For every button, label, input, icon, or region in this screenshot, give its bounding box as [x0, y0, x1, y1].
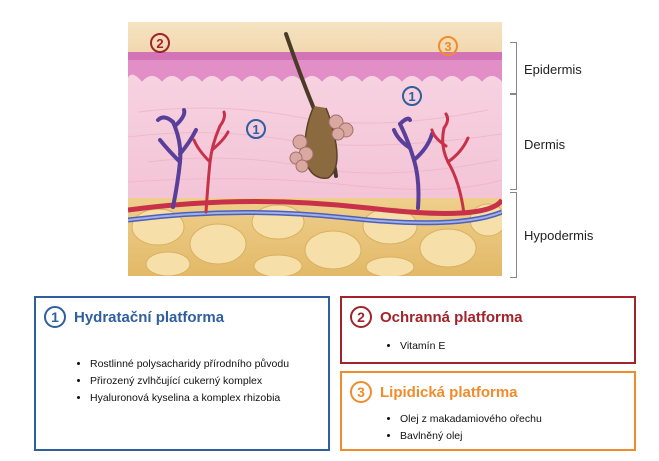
hypodermis-bracket [510, 192, 517, 278]
marker-lipid: 3 [438, 36, 458, 56]
marker-hydration-dermis: 1 [246, 119, 266, 139]
list-item: Rostlinné polysacharidy přírodního původ… [90, 358, 289, 370]
protective-items-list: Vitamín E [386, 340, 445, 357]
lipid-platform-box: 3 Lipidická platforma Olej z makadamiové… [340, 371, 636, 451]
list-item: Přirozený zvlhčující cukerný komplex [90, 375, 289, 387]
protective-platform-box: 2 Ochranná platforma Vitamín E [340, 296, 636, 364]
marker-protective: 2 [150, 33, 170, 53]
lipid-title-text: Lipidická platforma [380, 383, 518, 401]
lipid-platform-title: 3 Lipidická platforma [350, 381, 518, 403]
hydration-platform-box: 1 Hydratační platforma Rostlinné polysac… [34, 296, 330, 451]
epidermis-bracket [510, 42, 517, 94]
dermis-bracket [510, 94, 517, 190]
lipid-number-badge: 3 [350, 381, 372, 403]
lipid-items-list: Olej z makadamiového ořechu Bavlněný ole… [386, 413, 542, 447]
list-item: Vitamín E [400, 340, 445, 352]
epidermis-label: Epidermis [524, 62, 582, 77]
hydration-number-badge: 1 [44, 306, 66, 328]
list-item: Olej z makadamiového ořechu [400, 413, 542, 425]
marker-hydration-epidermis: 1 [402, 86, 422, 106]
protective-title-text: Ochranná platforma [380, 308, 523, 326]
protective-platform-title: 2 Ochranná platforma [350, 306, 523, 328]
hydration-platform-title: 1 Hydratační platforma [44, 306, 224, 328]
protective-number-badge: 2 [350, 306, 372, 328]
hypodermis-label: Hypodermis [524, 228, 594, 243]
list-item: Hyaluronová kyselina a komplex rhizobia [90, 392, 289, 404]
hydration-items-list: Rostlinné polysacharidy přírodního původ… [76, 358, 289, 409]
skin-cross-section-illustration [128, 22, 502, 276]
list-item: Bavlněný olej [400, 430, 542, 442]
hydration-title-text: Hydratační platforma [74, 308, 225, 326]
dermis-label: Dermis [524, 137, 566, 152]
